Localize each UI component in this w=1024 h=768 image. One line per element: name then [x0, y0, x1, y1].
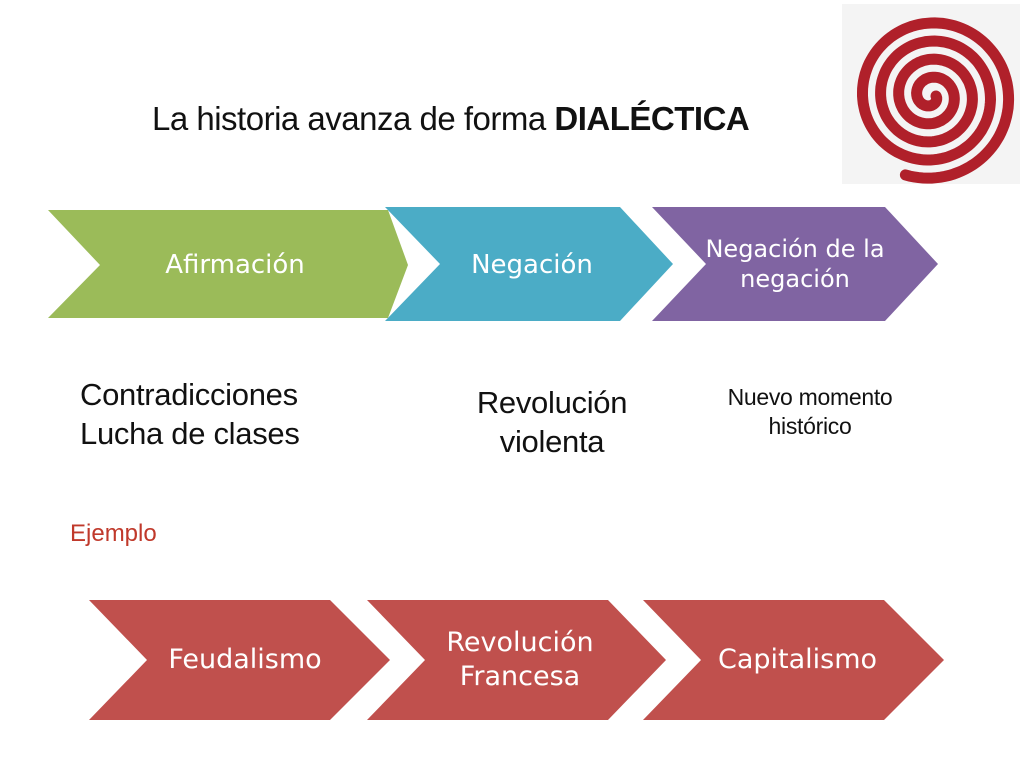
- example-step-capitalismo: Capitalismo: [717, 644, 878, 676]
- step-label-negacion: Negación: [471, 249, 593, 280]
- note-line: Lucha de clases: [80, 415, 300, 451]
- spiral-icon: [842, 4, 1020, 184]
- chevron-negacion-de-la-negacion: [652, 207, 938, 321]
- slide-title: La historia avanza de forma DIALÉCTICA: [152, 100, 750, 138]
- note-line: histórico: [768, 412, 852, 439]
- note-line: Nuevo momento: [727, 384, 893, 410]
- note-afirmacion: Contradicciones Lucha de clases: [80, 376, 346, 454]
- chevron-feudalismo: [89, 600, 390, 720]
- example-step-feudalismo: Feudalismo: [168, 644, 322, 676]
- note-line: Contradicciones: [80, 377, 298, 412]
- step-label-afirmacion: Afirmación: [165, 249, 305, 280]
- example-step-revolucion-francesa: Revolución Francesa: [446, 627, 594, 692]
- note-line: Revolución: [476, 385, 628, 420]
- step-label-negacion-de-la-negacion: Negación de la negación: [705, 235, 885, 293]
- note-negacion-de-la-negacion: Nuevo momento histórico: [700, 383, 920, 441]
- title-text: La historia avanza de forma: [152, 100, 555, 137]
- note-negacion: Revolución violenta: [452, 384, 652, 462]
- note-line: violenta: [499, 423, 605, 459]
- chevron-negacion: [385, 207, 673, 321]
- chevron-revolucion-francesa: [367, 600, 666, 720]
- chevron-capitalismo: [643, 600, 944, 720]
- example-label: Ejemplo: [70, 520, 157, 547]
- chevron-afirmacion: [48, 210, 408, 318]
- title-emphasis: DIALÉCTICA: [554, 100, 750, 137]
